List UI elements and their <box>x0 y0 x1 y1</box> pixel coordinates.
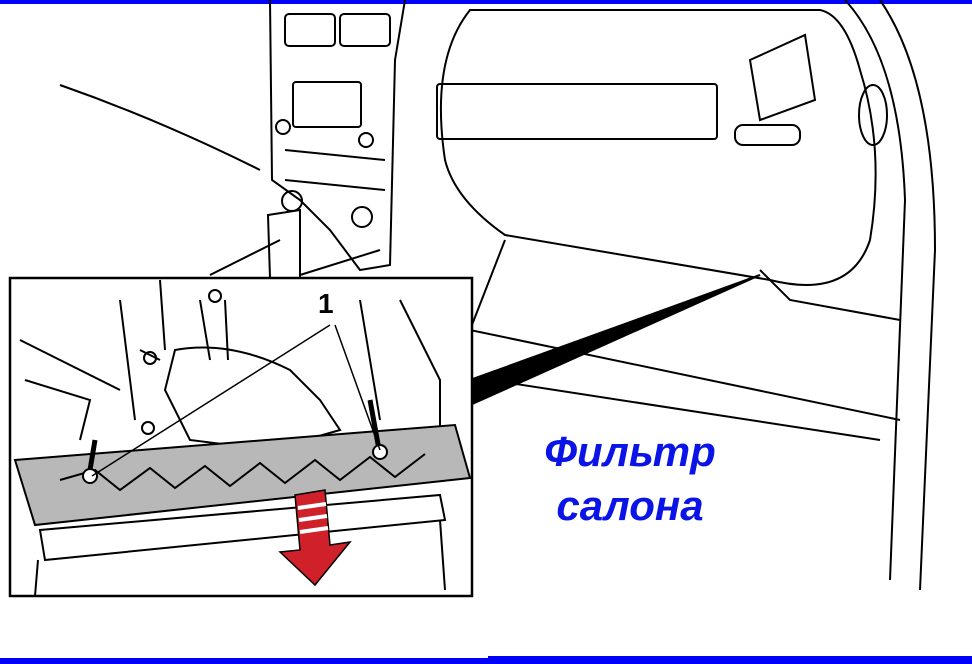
callout-number: 1 <box>318 288 334 319</box>
vent-left <box>284 13 336 47</box>
top-border <box>0 0 972 4</box>
removal-arrow <box>278 489 352 587</box>
caption-line-2: салона <box>556 482 704 529</box>
knob <box>275 119 291 135</box>
right-vent <box>748 33 817 122</box>
bottom-border-right <box>488 656 972 664</box>
screw-right <box>372 444 388 460</box>
glovebox <box>439 9 877 286</box>
side-knob <box>858 84 888 146</box>
inset-detail <box>13 279 472 597</box>
knob <box>358 132 374 148</box>
filter-ribs <box>59 453 426 492</box>
filter-cover <box>13 423 472 527</box>
radio-display <box>292 81 362 128</box>
cabin-filter-caption: Фильтр салона <box>520 425 740 533</box>
console-lines <box>284 149 386 191</box>
bottom-border-left <box>0 658 488 664</box>
glovebox-handle <box>436 83 718 140</box>
knob <box>351 206 373 228</box>
callout-lines <box>91 324 381 477</box>
center-console <box>269 0 406 272</box>
screw-left <box>82 468 98 484</box>
vent-right <box>339 13 391 47</box>
caption-line-1: Фильтр <box>544 428 716 475</box>
